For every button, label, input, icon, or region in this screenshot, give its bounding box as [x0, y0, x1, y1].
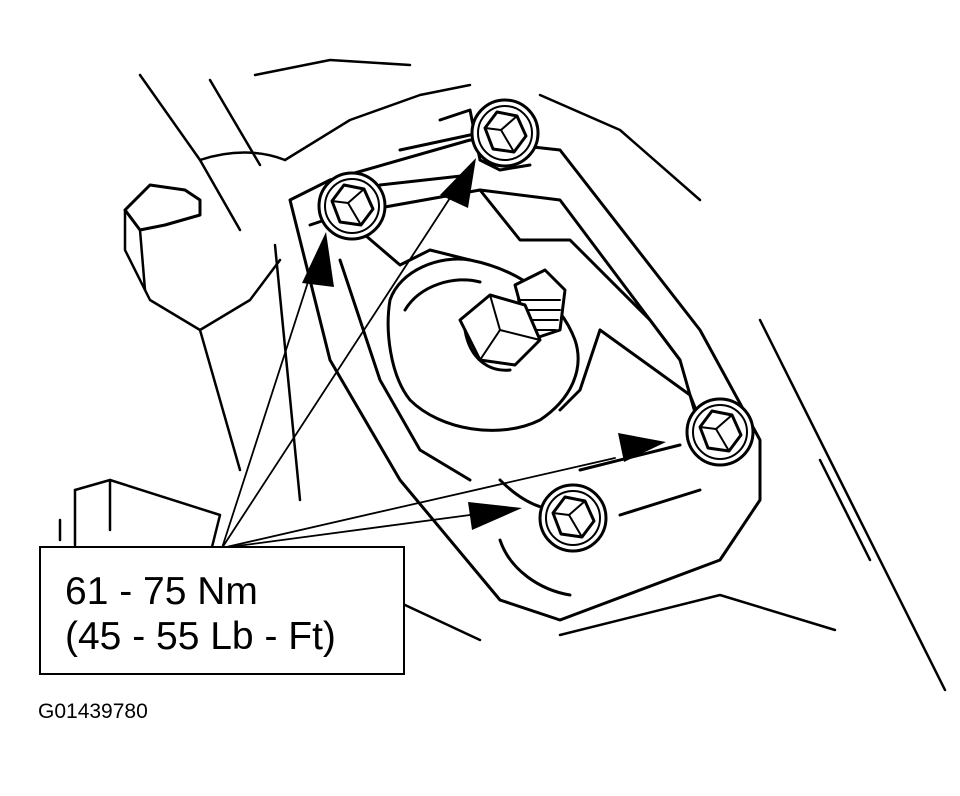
bolt-lower-left — [538, 483, 608, 553]
arrowhead-upper-right — [440, 158, 476, 208]
leader-lines — [221, 197, 616, 549]
torque-imperial: (45 - 55 Lb - Ft) — [65, 615, 336, 658]
torque-callout-box: 61 - 75 Nm (45 - 55 Lb - Ft) — [39, 546, 405, 675]
figure-id: G01439780 — [38, 700, 148, 723]
bolt-upper-right — [470, 98, 540, 168]
mount-bracket — [288, 108, 762, 622]
center-stud-nut — [458, 268, 567, 372]
engine-outline — [58, 58, 947, 692]
arrowhead-lower-left — [468, 502, 522, 530]
arrowhead-lower-right — [618, 433, 666, 462]
arrowhead-upper-left — [302, 232, 334, 287]
bolt-upper-left — [317, 171, 387, 241]
arrowheads — [302, 158, 666, 530]
bolt-lower-right — [685, 397, 755, 467]
torque-metric: 61 - 75 Nm — [65, 570, 258, 613]
